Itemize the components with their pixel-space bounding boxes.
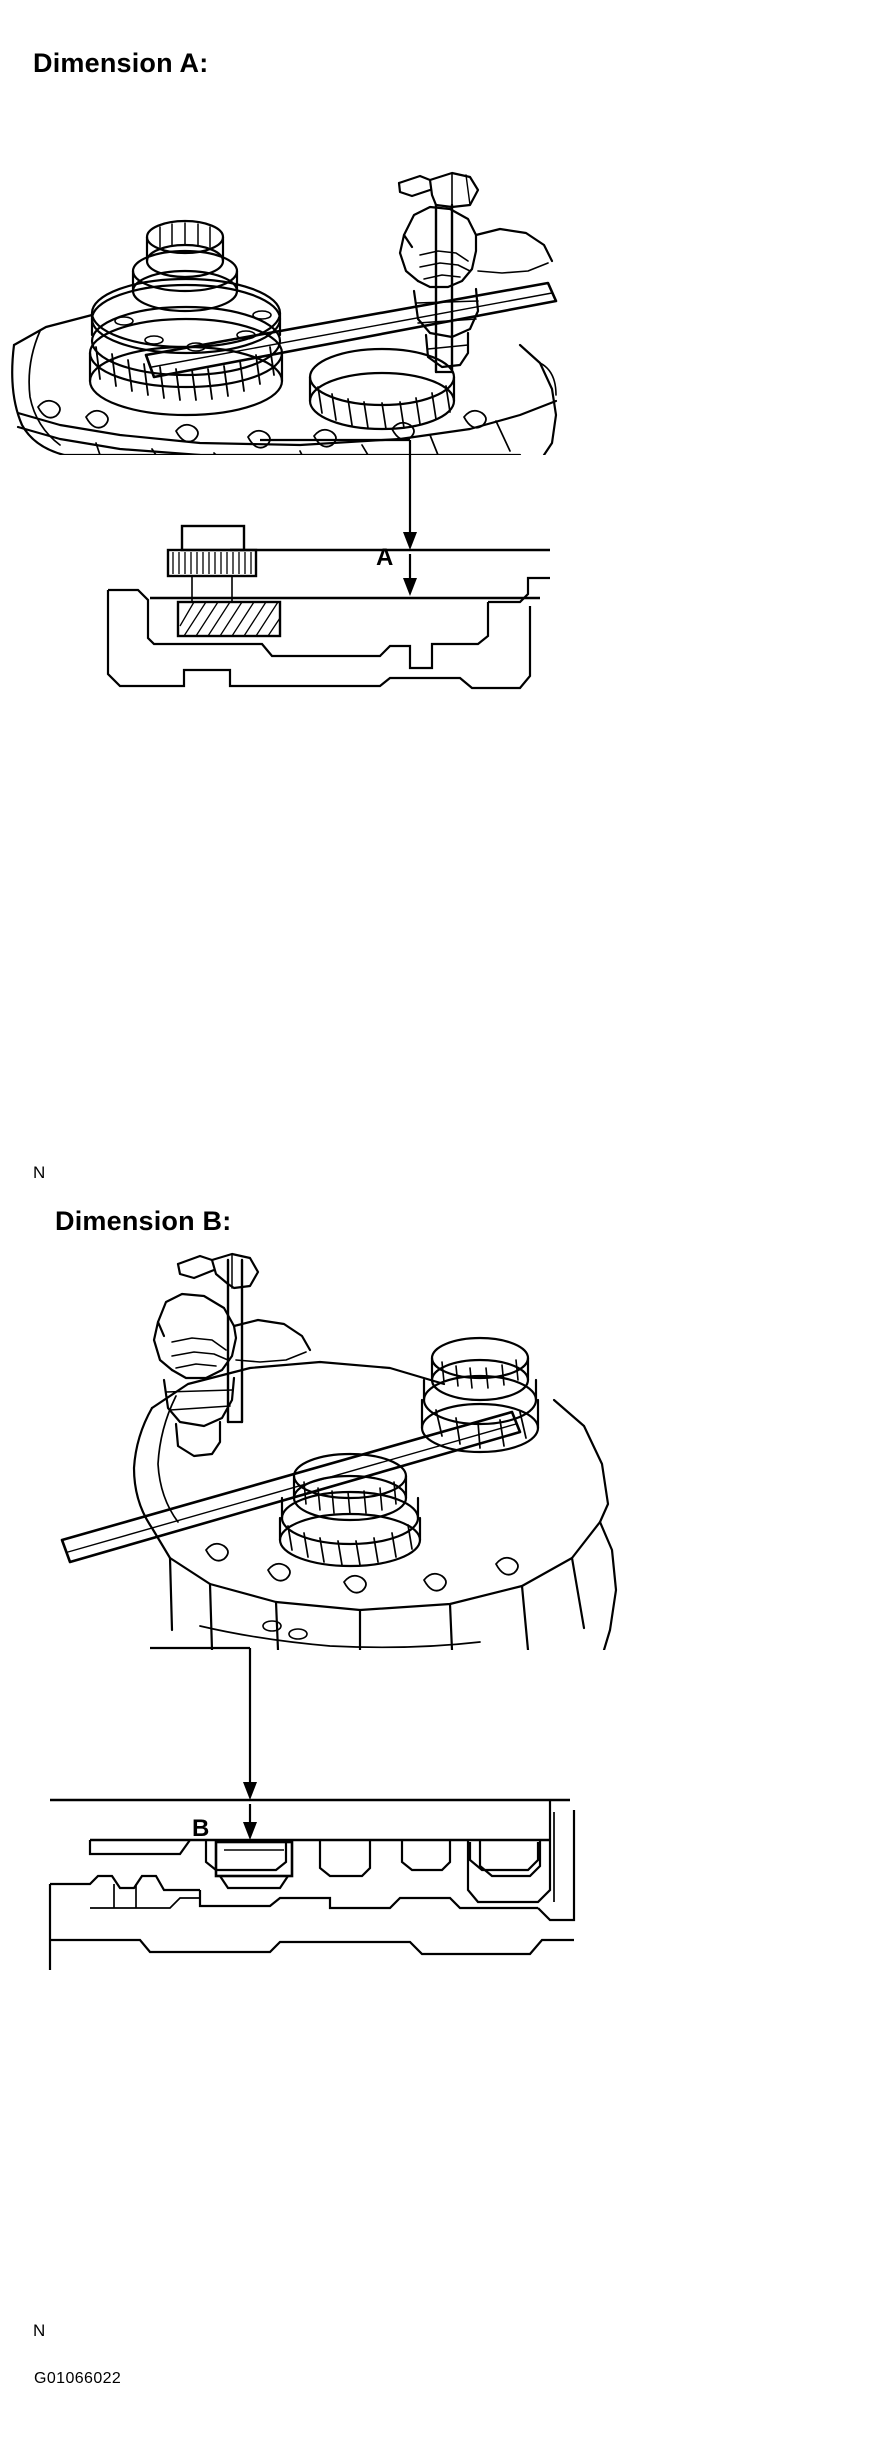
side-bearing-assembly	[420, 1336, 540, 1454]
transaxle-case-b	[132, 1360, 618, 1650]
dimension-a-leader	[260, 438, 417, 550]
dimension-a-illustration	[0, 95, 560, 455]
transaxle-case	[11, 313, 558, 455]
dimension-a-letter-label: A	[376, 544, 394, 571]
gear-stack-section	[166, 524, 282, 638]
differential-assembly-b	[278, 1452, 422, 1568]
dimension-a-gap-arrows	[403, 554, 417, 596]
dimension-b-leader	[150, 1646, 257, 1800]
dimension-b-gap-arrows	[243, 1804, 257, 1840]
bearing-seat-pocket	[214, 1840, 294, 1890]
dimension-b-heading: Dimension B:	[55, 1206, 232, 1236]
case-lower-structure	[48, 1810, 576, 1970]
dimension-b-cross-section	[30, 1640, 590, 1970]
case-right-end-detail	[468, 1812, 555, 1902]
case-outline-section	[106, 576, 550, 690]
case-outline-section-b	[88, 1800, 552, 1904]
figure-code-label: G01066022	[34, 2370, 122, 2387]
dimension-a-cross-section	[80, 430, 580, 730]
driven-gear	[308, 347, 456, 431]
note-marker-upper: N	[33, 1163, 46, 1182]
dimension-b-letter-label: B	[192, 1815, 210, 1842]
straight-edge	[144, 281, 558, 379]
dimension-b-illustration	[60, 1250, 620, 1650]
differential-assembly	[88, 219, 284, 417]
hand-and-gauge-group-b	[152, 1252, 312, 1458]
note-marker-lower: N	[33, 2321, 46, 2340]
hand-and-gauge-group	[397, 171, 554, 374]
dimension-a-heading: Dimension A:	[33, 48, 209, 78]
